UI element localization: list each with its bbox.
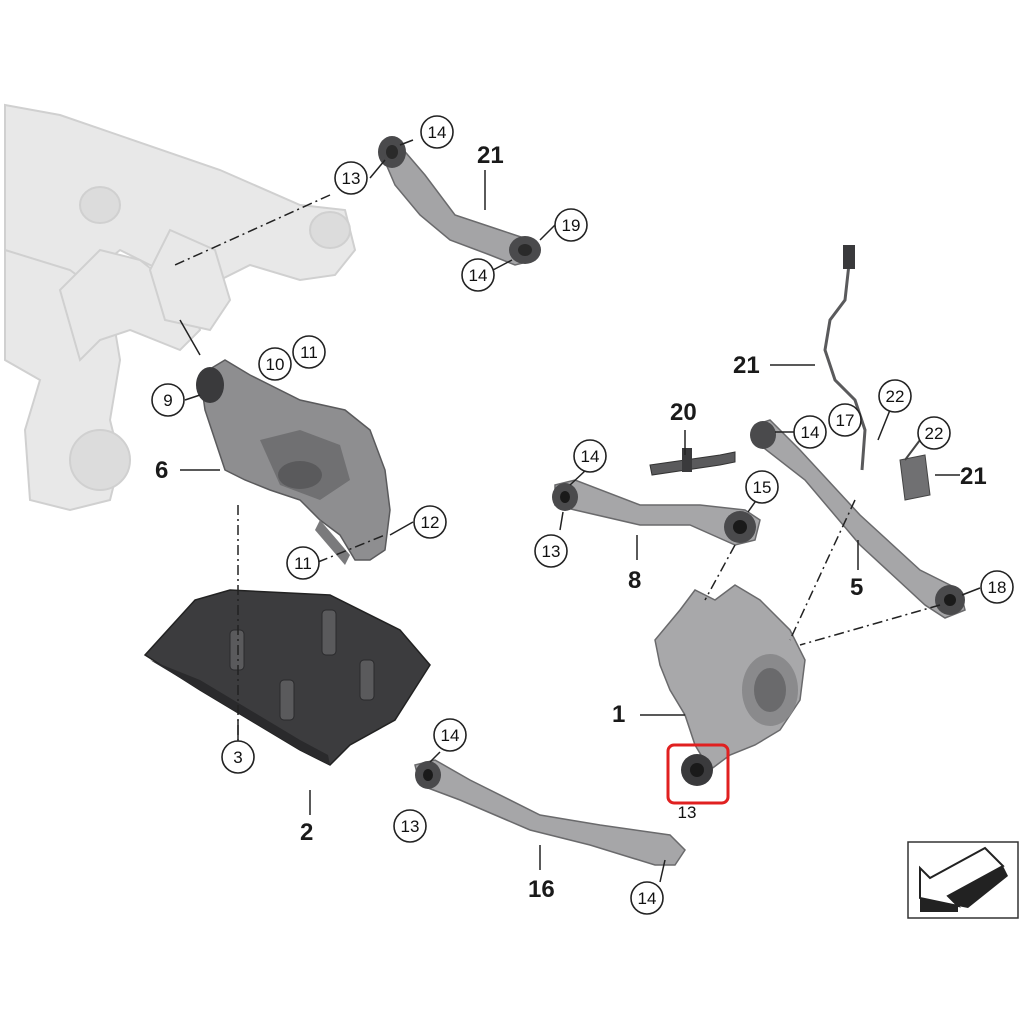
circled-callout: 9 xyxy=(151,383,185,417)
svg-text:18: 18 xyxy=(988,578,1007,597)
callout-4: 5 xyxy=(850,574,863,601)
sensor-cable-part-20 xyxy=(823,254,867,471)
svg-text:14: 14 xyxy=(801,423,820,442)
callout-6: 21 xyxy=(477,142,504,169)
arrow-orientation-icon xyxy=(907,841,1019,919)
callout-1: 1 xyxy=(612,701,625,728)
svg-text:14: 14 xyxy=(638,889,657,908)
circled-callout: 14 xyxy=(573,439,607,473)
svg-text:13: 13 xyxy=(542,542,561,561)
wishbone-part-5 xyxy=(196,359,391,565)
bracket-part-21 xyxy=(899,439,931,501)
circled-callout: 14 xyxy=(420,115,454,149)
circled-callout: 18 xyxy=(980,570,1014,604)
callout-16: 20 xyxy=(670,399,697,426)
leader-lines xyxy=(174,139,981,883)
svg-text:19: 19 xyxy=(562,216,581,235)
svg-text:22: 22 xyxy=(886,387,905,406)
svg-text:13: 13 xyxy=(678,803,697,822)
circled-callout: 14 xyxy=(433,718,467,752)
svg-text:17: 17 xyxy=(836,411,855,430)
svg-text:10: 10 xyxy=(266,355,285,374)
circled-callout: 15 xyxy=(745,470,779,504)
link-part-8 xyxy=(414,759,686,866)
svg-text:3: 3 xyxy=(233,748,242,767)
bolt-part-16 xyxy=(649,448,736,476)
callout-21: 21 xyxy=(960,463,987,490)
link-part-7 xyxy=(552,479,761,546)
circled-callout: 14 xyxy=(461,258,495,292)
circled-callout: 13 xyxy=(534,534,568,568)
svg-text:13: 13 xyxy=(342,169,361,188)
link-part-4 xyxy=(750,419,966,619)
callout-5: 6 xyxy=(155,457,168,484)
sensor-connector xyxy=(843,245,855,269)
callout-7: 8 xyxy=(628,567,641,594)
underbody-panel-part-2 xyxy=(143,589,431,766)
callout-2: 2 xyxy=(300,819,313,846)
svg-text:15: 15 xyxy=(753,478,772,497)
svg-text:12: 12 xyxy=(421,513,440,532)
highlight-box xyxy=(666,743,730,805)
rear-subframe xyxy=(4,103,357,512)
svg-text:11: 11 xyxy=(300,343,318,362)
circled-callout: 12 xyxy=(413,505,447,539)
svg-text:14: 14 xyxy=(469,266,488,285)
circled-callout: 22 xyxy=(878,379,912,413)
wheel-carrier-part-1 xyxy=(654,584,806,786)
svg-text:9: 9 xyxy=(163,391,172,410)
circled-callout: 11 xyxy=(292,335,326,369)
svg-text:11: 11 xyxy=(294,554,312,573)
callout-20: 21 xyxy=(733,352,760,379)
svg-text:14: 14 xyxy=(441,726,460,745)
circled-callout: 11 xyxy=(286,546,320,580)
svg-text:22: 22 xyxy=(925,424,944,443)
circled-callout: 22 xyxy=(917,416,951,450)
circled-callout: 14 xyxy=(793,415,827,449)
circled-callout: 17 xyxy=(828,403,862,437)
bold-callouts: 21 6 2 8 5 1 16 20 21 21 xyxy=(155,142,987,903)
svg-text:13: 13 xyxy=(401,817,420,836)
circled-callout: 13 xyxy=(678,803,697,822)
svg-text:14: 14 xyxy=(428,123,447,142)
circled-callout: 13 xyxy=(393,809,427,843)
circled-callout: 19 xyxy=(554,208,588,242)
circled-callout: 3 xyxy=(221,740,255,774)
circled-callouts: 14 13 19 14 10 11 9 11 12 3 14 13 15 14 … xyxy=(151,115,1014,915)
circled-callout: 14 xyxy=(630,881,664,915)
upper-link-part-6 xyxy=(378,136,541,266)
callout-8: 16 xyxy=(528,876,555,903)
circled-callout: 10 xyxy=(258,347,292,381)
circled-callout: 13 xyxy=(334,161,368,195)
svg-text:14: 14 xyxy=(581,447,600,466)
